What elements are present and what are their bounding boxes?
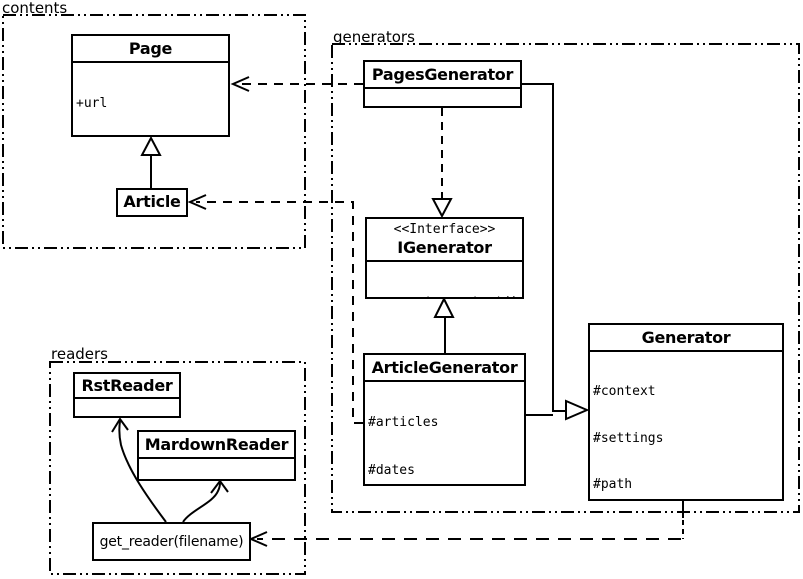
function-box-get-reader: get_reader(filename) <box>92 522 251 561</box>
class-title-articlegenerator: ArticleGenerator <box>371 358 518 377</box>
generator-generalization-triangle <box>565 399 590 421</box>
class-attributes-generator: #context #settings #path #theme #output_… <box>590 350 782 499</box>
class-attributes-articlegenerator: #articles #dates #tags #categories <box>365 380 524 484</box>
class-methods-mardownreader: +read() <box>139 457 294 479</box>
class-box-article: Article <box>116 188 188 217</box>
attribute-row: #context <box>593 384 656 399</box>
contents-package-label: contents <box>2 0 68 17</box>
article-to-page-triangle <box>140 135 162 156</box>
pagesgenerator-to-igenerator-triangle <box>431 198 453 219</box>
class-stereotype-igenerator: <<Interface>> <box>393 222 496 237</box>
attribute-row: #articles <box>368 415 439 430</box>
class-box-page: Page +url +slug +summary +check_properti… <box>71 34 230 137</box>
class-attributes-page: +url +slug +summary <box>73 61 228 135</box>
readers-package-label: readers <box>51 345 108 363</box>
attribute-row: #path <box>593 477 633 492</box>
pagesgenerator-to-page-arrowhead <box>230 76 250 92</box>
articlegenerator-to-article-dashed-line <box>196 201 363 424</box>
getreader-to-rstreader-curve <box>118 420 167 523</box>
readers-package-border <box>49 361 306 575</box>
attribute-row: +url <box>76 96 108 111</box>
attribute-row: #dates <box>368 463 415 478</box>
getreader-to-rstreader-arrowhead <box>111 417 129 433</box>
class-title-generator: Generator <box>641 328 731 347</box>
class-box-mardownreader: MardownReader +read() <box>137 430 296 481</box>
generator-to-getreader-arrowhead <box>248 531 268 547</box>
class-box-rstreader: RstReader +read() <box>73 372 181 418</box>
getreader-to-mardownreader-curve <box>182 482 221 523</box>
articlegenerator-to-article-arrowhead <box>187 194 207 210</box>
class-title-article: Article <box>123 192 181 211</box>
class-attributes-pagesgenerator: #pages <box>365 87 520 106</box>
articlegenerator-to-igenerator-triangle <box>433 296 455 318</box>
class-title-mardownreader: MardownReader <box>144 435 289 454</box>
class-title-igenerator: IGenerator <box>397 238 492 257</box>
method-row: +generate_context() <box>370 295 520 297</box>
class-box-igenerator: <<Interface>> IGenerator +generate_conte… <box>365 217 524 299</box>
class-box-pagesgenerator: PagesGenerator #pages <box>363 60 522 108</box>
attribute-row: #settings <box>593 430 664 446</box>
class-box-articlegenerator: ArticleGenerator #articles #dates #tags … <box>363 353 526 486</box>
contents-package-border <box>2 14 306 249</box>
class-box-generator: Generator #context #settings #path #them… <box>588 323 784 501</box>
class-title-pagesgenerator: PagesGenerator <box>371 65 514 84</box>
class-methods-igenerator: +generate_context() +generate_output() <box>367 260 522 297</box>
generators-package-border <box>331 43 800 513</box>
class-title-rstreader: RstReader <box>81 376 173 395</box>
class-title-page: Page <box>128 39 173 58</box>
pagesgenerator-to-generator-line <box>521 83 566 412</box>
class-methods-rstreader: +read() <box>75 397 179 416</box>
generators-package-label: generators <box>333 28 415 46</box>
getreader-to-mardownreader-arrowhead <box>210 479 229 494</box>
